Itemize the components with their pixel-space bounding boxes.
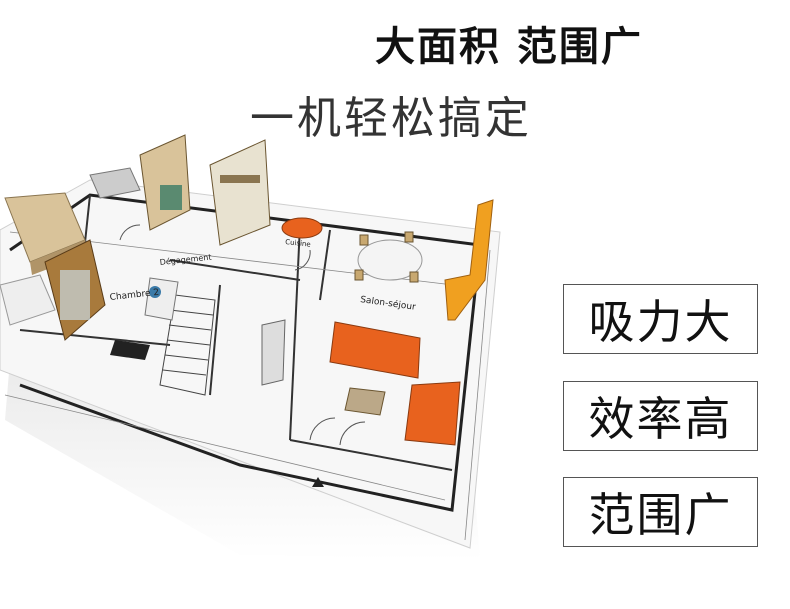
tv-unit	[261, 319, 286, 386]
label-cuisine: Cuisine	[285, 238, 311, 249]
feature-box-suction: 吸力大	[563, 284, 758, 354]
sink-unit	[89, 167, 141, 199]
dining-chairs	[354, 231, 419, 283]
low-table	[110, 340, 150, 360]
feature-text-range: 范围广	[588, 488, 733, 542]
floor-plan-illustration: Salon-séjour Chambre 2 Dégagement Cuisin…	[0, 134, 501, 560]
subheadline: 一机轻松搞定	[250, 93, 532, 144]
feature-text-efficiency: 效率高	[588, 392, 733, 446]
orange-shelf	[444, 199, 494, 321]
feature-text-suction: 吸力大	[588, 295, 733, 349]
feature-box-range: 范围广	[563, 477, 758, 547]
north-arrow	[312, 477, 324, 487]
dining-table	[357, 239, 423, 281]
headline: 大面积 范围广	[375, 24, 643, 70]
door-arcs	[119, 224, 366, 446]
kitchen-cabinet	[209, 139, 271, 246]
sofa-small	[404, 381, 461, 446]
bed	[0, 274, 56, 326]
coffee-table	[344, 387, 386, 416]
desk	[144, 277, 179, 321]
sofa-large	[329, 321, 421, 379]
feature-box-efficiency: 效率高	[563, 381, 758, 451]
staircase	[159, 294, 216, 396]
office-chair	[149, 286, 161, 298]
outer-wall	[9, 193, 482, 512]
interior-walls	[19, 194, 453, 471]
round-table	[281, 217, 323, 239]
